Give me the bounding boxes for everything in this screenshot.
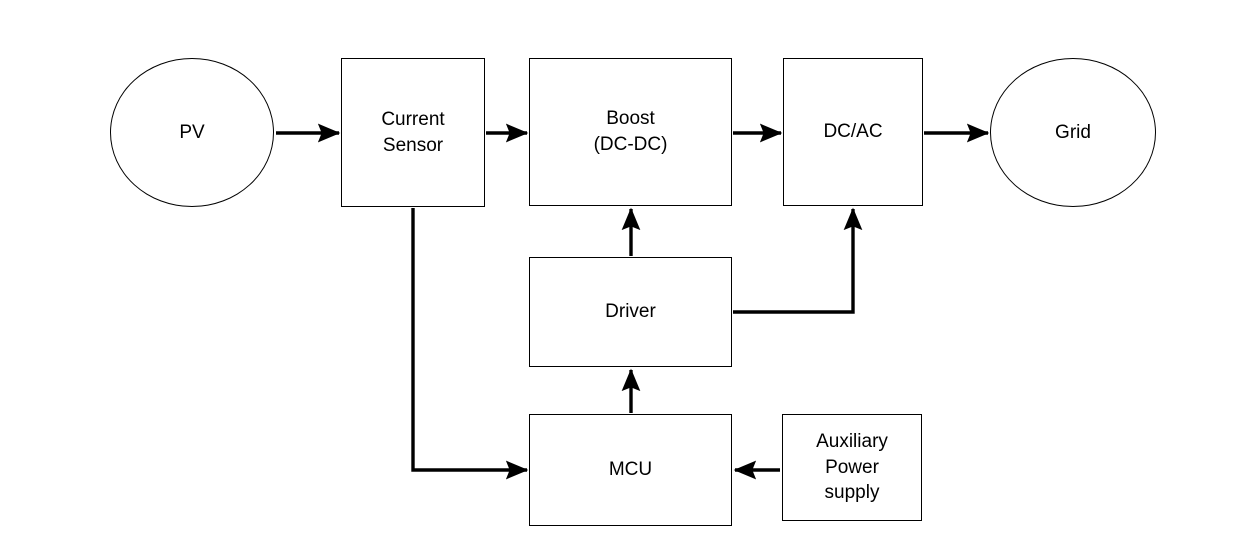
- node-current-sensor-label: Current Sensor: [381, 108, 445, 156]
- node-grid[interactable]: Grid: [990, 58, 1156, 207]
- node-auxiliary-power-supply[interactable]: Auxiliary Power supply: [782, 414, 922, 521]
- node-boost-dc-dc[interactable]: Boost (DC-DC): [529, 58, 732, 206]
- node-boost-dc-dc-label: Boost (DC-DC): [593, 108, 668, 155]
- node-driver-label: Driver: [605, 301, 656, 323]
- node-dc-ac-label: DC/AC: [823, 121, 883, 143]
- node-mcu[interactable]: MCU: [529, 414, 732, 526]
- node-current-sensor[interactable]: Current Sensor: [341, 58, 485, 207]
- node-dc-ac[interactable]: DC/AC: [783, 58, 923, 206]
- connector-cs-to-mcu: [411, 208, 529, 480]
- node-grid-label: Grid: [1055, 121, 1091, 143]
- node-mcu-label: MCU: [608, 459, 653, 481]
- node-pv-label: PV: [179, 121, 205, 143]
- node-driver[interactable]: Driver: [529, 257, 732, 367]
- node-pv[interactable]: PV: [110, 58, 274, 207]
- node-auxiliary-power-supply-label: Auxiliary Power supply: [816, 431, 888, 504]
- connector-driver-to-dcac: [733, 207, 863, 314]
